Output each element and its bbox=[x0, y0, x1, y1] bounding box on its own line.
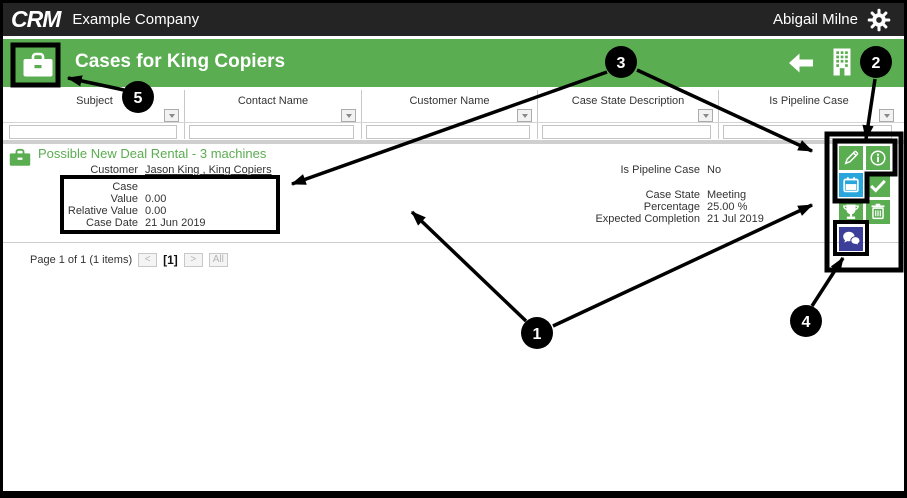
column-customer-name: Customer Name bbox=[362, 90, 538, 139]
column-subject: Subject bbox=[5, 90, 185, 139]
complete-check-icon[interactable] bbox=[866, 173, 890, 197]
column-label: Contact Name bbox=[237, 95, 309, 107]
column-contact-name: Contact Name bbox=[185, 90, 362, 139]
filter-input-contact-name[interactable] bbox=[189, 125, 354, 139]
filter-input-subject[interactable] bbox=[9, 125, 177, 139]
callout-1: 1 bbox=[521, 317, 553, 349]
back-arrow-icon[interactable] bbox=[787, 51, 815, 75]
page-title: Cases for King Copiers bbox=[75, 51, 286, 72]
field-label: Case State bbox=[645, 189, 700, 201]
callout-1-number: 1 bbox=[533, 326, 542, 343]
header-divider bbox=[3, 122, 904, 123]
annotation-arrow-1a bbox=[410, 210, 528, 323]
all-pages-button[interactable]: All bbox=[208, 253, 228, 267]
filter-input-case-state-description[interactable] bbox=[542, 125, 711, 139]
field-value: 21 Jun 2019 bbox=[145, 217, 206, 229]
calendar-icon[interactable] bbox=[839, 173, 863, 197]
field-label: Percentage bbox=[643, 201, 700, 213]
cases-briefcase-icon bbox=[21, 50, 55, 80]
field-value: 25.00 % bbox=[707, 201, 748, 213]
filter-input-customer-name[interactable] bbox=[366, 125, 530, 139]
column-is-pipeline-case: Is Pipeline Case bbox=[719, 90, 899, 139]
prev-page-button[interactable]: < bbox=[138, 253, 158, 267]
field-label: Relative Value bbox=[67, 205, 138, 217]
field-label: Is Pipeline Case bbox=[620, 164, 701, 176]
field-label: Case Date bbox=[86, 217, 138, 229]
company-name: Example Company bbox=[72, 11, 200, 28]
filter-dropdown-icon[interactable] bbox=[517, 109, 532, 122]
filter-dropdown-icon[interactable] bbox=[341, 109, 356, 122]
gear-icon[interactable] bbox=[866, 7, 892, 33]
sales-trophy-icon[interactable] bbox=[839, 200, 863, 224]
pagination-summary: Page 1 of 1 (1 items) bbox=[30, 254, 133, 266]
edit-icon[interactable] bbox=[839, 146, 863, 170]
crm-logo: CRM bbox=[11, 6, 61, 32]
page-title-bar: Cases for King Copiers bbox=[3, 39, 904, 87]
filter-input-is-pipeline-case[interactable] bbox=[723, 125, 892, 139]
current-page-indicator: [1] bbox=[163, 253, 178, 267]
customer-link[interactable]: Jason King , King Copiers bbox=[145, 164, 272, 176]
field-label: Case Value bbox=[110, 181, 138, 205]
delete-trash-icon[interactable] bbox=[866, 200, 890, 224]
column-label: Subject bbox=[76, 95, 113, 107]
field-label: Expected Completion bbox=[595, 213, 700, 225]
field-value: 21 Jul 2019 bbox=[707, 213, 764, 225]
column-case-state-description: Case State Description bbox=[538, 90, 719, 139]
callout-4-number: 4 bbox=[802, 314, 811, 331]
column-label: Case State Description bbox=[571, 95, 685, 107]
case-title-link[interactable]: Possible New Deal Rental - 3 machines bbox=[38, 146, 267, 161]
row-divider bbox=[3, 242, 904, 243]
grid-divider-band bbox=[3, 140, 904, 144]
chat-icon[interactable] bbox=[839, 227, 863, 251]
case-briefcase-icon bbox=[8, 147, 32, 167]
field-value: Meeting bbox=[707, 189, 747, 201]
case-right-fields: Is Pipeline Case No Case State Meeting P… bbox=[517, 164, 764, 225]
pagination-bar: Page 1 of 1 (1 items) < [1] > All bbox=[30, 253, 228, 267]
field-value: No bbox=[707, 164, 722, 176]
field-value: 0.00 bbox=[145, 193, 167, 205]
field-label: Customer bbox=[90, 164, 138, 176]
column-label: Is Pipeline Case bbox=[769, 95, 849, 107]
user-name[interactable]: Abigail Milne bbox=[772, 11, 858, 28]
filter-dropdown-icon[interactable] bbox=[879, 109, 894, 122]
callout-4: 4 bbox=[790, 305, 822, 337]
annotation-arrow-4 bbox=[810, 256, 845, 307]
field-value: 0.00 bbox=[145, 205, 167, 217]
column-label: Customer Name bbox=[409, 95, 490, 107]
filter-dropdown-icon[interactable] bbox=[164, 109, 179, 122]
case-left-fields: Customer Jason King , King Copiers Case … bbox=[55, 164, 272, 229]
cases-grid-header: Subject Contact Name Customer Name Case … bbox=[3, 90, 904, 140]
filter-dropdown-icon[interactable] bbox=[698, 109, 713, 122]
top-app-bar: CRM Example Company Abigail Milne bbox=[3, 3, 904, 36]
next-page-button[interactable]: > bbox=[183, 253, 203, 267]
company-building-icon[interactable] bbox=[829, 47, 855, 78]
info-icon[interactable] bbox=[866, 146, 890, 170]
